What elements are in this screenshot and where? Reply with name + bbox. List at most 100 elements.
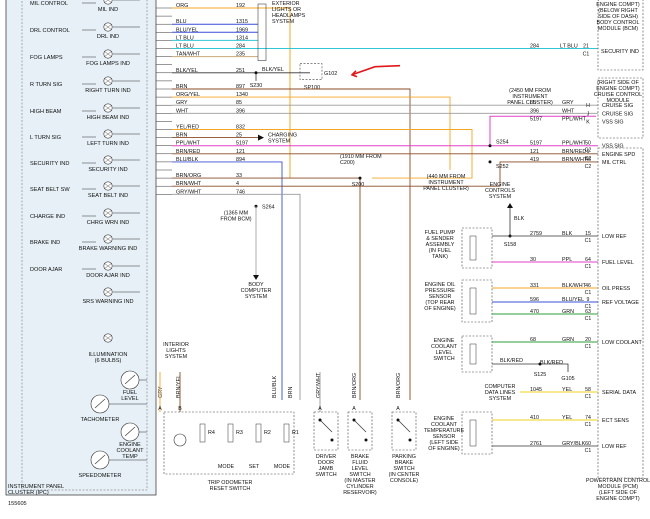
ipc-signal-label: MIL CONTROL (30, 1, 68, 7)
switch-label: CYLINDER (346, 484, 373, 490)
bottom-wire-label: BRN/YEL (176, 375, 182, 398)
bottom-wire-label: GRY/WHT (316, 372, 322, 398)
wire-color-label: ORG/YEL (176, 92, 200, 98)
lamp-filament (103, 130, 113, 138)
wire-color-label: BRN (176, 133, 187, 139)
cruise-wire-circuit: 5197 (530, 116, 542, 122)
pcm-pin: 46 (585, 157, 591, 163)
pcm-wire-circuit: 419 (530, 157, 539, 163)
lamp-filament (103, 288, 113, 296)
pcm-pin: 46 (585, 283, 591, 289)
body-computer-label: COMPUTER (241, 288, 272, 294)
gauge-label: FUEL (123, 390, 137, 396)
lamp-filament (103, 235, 113, 243)
pcm-wire-color: BLK (562, 231, 573, 237)
sensor-label: (TOP REAR (425, 300, 454, 306)
switch-box (347, 411, 373, 451)
pcm-wire-circuit: 410 (530, 415, 539, 421)
engine-controls-label: SYSTEM (489, 194, 512, 200)
cruise-wire-color: WHT (562, 108, 575, 114)
wire-circuit-label: 235 (236, 52, 245, 58)
pcm-connector: C1 (585, 344, 592, 350)
wire-circuit-label: 1315 (236, 19, 248, 25)
gauge-label: SPEEDOMETER (79, 473, 122, 479)
bottom-wire-label: BRN (288, 387, 294, 398)
cruise-pin: H (586, 103, 590, 109)
pcm-pin: 74 (585, 415, 591, 421)
illumination-sub-label: (6 BULBS) (95, 358, 122, 364)
pcm-wire-color: BLK/WHT (562, 283, 587, 289)
pcm-wire-color: GRN (562, 309, 574, 315)
pcm-wire-circuit: 2759 (530, 231, 542, 237)
sensor-label: ASSEMBLY (426, 242, 455, 248)
wire-circuit-label: 1969 (236, 27, 248, 33)
sensor-box (461, 411, 493, 455)
s252-note: PANEL CLUSTER) (423, 186, 469, 192)
pcm-connector: C1 (585, 290, 592, 296)
computer-data-label: DATA LINES (485, 390, 516, 396)
pcm-row-label: SERIAL DATA (602, 390, 636, 396)
lamp-filament (107, 0, 113, 4)
wire-circuit-label: 746 (236, 189, 245, 195)
charging-arrow (258, 134, 264, 141)
pcm-wire-color: PPL (562, 257, 572, 263)
indicator-label: HIGH BEAM IND (87, 115, 130, 121)
switch-node (396, 418, 400, 422)
wire-blkyel-251 (172, 72, 257, 81)
wire-color-label: BRN (176, 84, 187, 90)
switch-label: BRAKE (395, 460, 414, 466)
pcm-wire-circuit: 30 (530, 257, 536, 263)
bottom-wire-label: BRN/ORG (352, 373, 358, 398)
switch-label: SWITCH (349, 472, 370, 478)
wire-orgyel-1340 (172, 96, 451, 170)
engine-controls-label: CONTROLS (485, 188, 515, 194)
switch-pin: A (396, 406, 400, 412)
indicator-label: FOG LAMPS IND (86, 61, 130, 67)
wire-brnwht-mil (172, 161, 598, 187)
switch-label: BRAKE (351, 454, 370, 460)
switch-label: DRIVER (316, 454, 336, 460)
wire-label: BLK/YEL (262, 67, 284, 73)
indicator-label: MIL IND (98, 7, 118, 13)
wire-circuit-label: 4 (236, 181, 239, 187)
engine-controls-label: ENGINE (490, 182, 511, 188)
switch-node (330, 438, 334, 442)
ipc-signal-label: DRL CONTROL (30, 28, 70, 34)
s158-label: S158 (504, 242, 517, 248)
switch-pin: A (158, 406, 162, 412)
wire-color-label: GRY/WHT (176, 189, 202, 195)
s254-label: S254 (496, 140, 509, 146)
illumination-label: ILLUMINATION (89, 352, 128, 358)
sensor-label: SWITCH (433, 356, 454, 362)
sensor-element-icon (469, 419, 477, 447)
sensor-label: ENGINE (434, 338, 455, 344)
switch-label: FLUID (352, 460, 368, 466)
cruise-row-label: CRUISE SIG (602, 103, 633, 109)
resistor-label: R1 (292, 430, 299, 436)
ipc-signal-label: HIGH BEAM (30, 109, 62, 115)
pcm-row-label: ENGINE SPD (602, 152, 635, 158)
pcm-connector: C1 (585, 448, 592, 454)
interior-lights-label: INTERIOR (163, 342, 189, 348)
indicator-label: BRAKE WARNING IND (79, 246, 138, 252)
pcm-title: POWERTRAIN CONTROL (586, 478, 650, 484)
bottom-wire-label: BLU/BLK (272, 375, 278, 398)
mode-label: SET (249, 464, 260, 470)
pcm-title: ENGINE COMPT) (596, 496, 640, 502)
pcm-wire-circuit: 5197 (530, 141, 542, 147)
switch-label: PARKING (392, 454, 416, 460)
ipc-signal-label: DOOR AJAR (30, 267, 62, 273)
bcm-wire-circuit: 284 (530, 44, 539, 50)
bcm-description: ENGINE COMPT) (596, 2, 640, 8)
bcm-pin: 21 (583, 44, 589, 50)
charging-system-label: CHARGING (268, 133, 297, 139)
body-computer-label: BODY (248, 282, 264, 288)
s254-note: PANEL CLUSTER) (507, 100, 553, 106)
pcm-connector: C1 (585, 394, 592, 400)
s254-note: INSTRUMENT (512, 94, 548, 100)
sensor-box (461, 279, 493, 323)
pcm-wire-circuit: 470 (530, 309, 539, 315)
wire-org-192 (172, 7, 291, 179)
switch-label: LEVEL (352, 466, 369, 472)
